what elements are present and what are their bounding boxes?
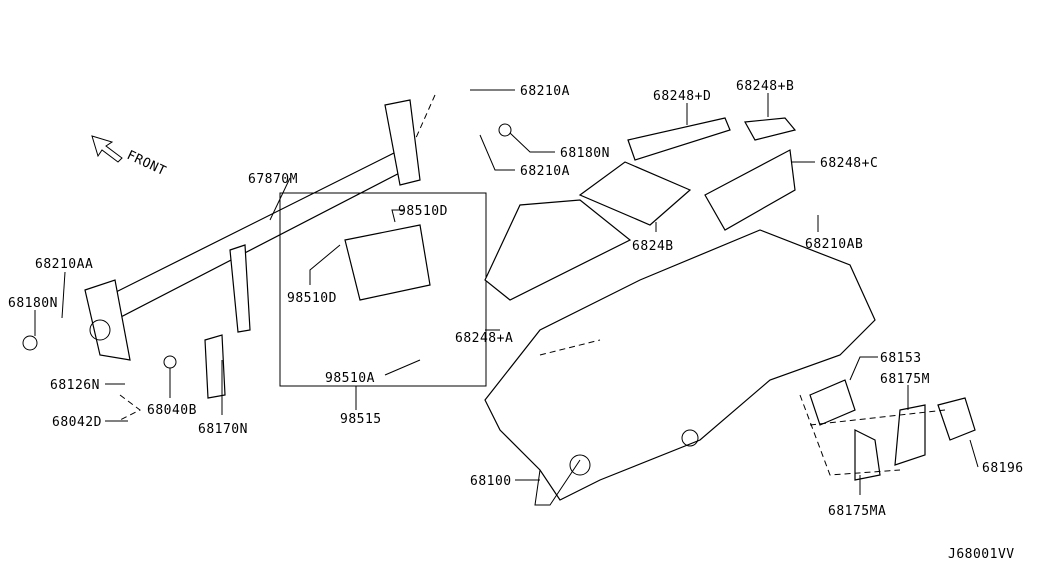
part-number-label: 68170N	[198, 422, 248, 437]
front-arrow-icon	[91, 135, 123, 163]
bracket-68175MA	[854, 429, 881, 481]
grommet-part-2	[498, 123, 512, 137]
part-number-label: 68210A	[520, 84, 570, 99]
part-number-label: 68153	[880, 351, 922, 366]
bracket-68196	[937, 397, 976, 441]
part-number-label: 98510A	[325, 371, 375, 386]
airbag-module-part	[344, 224, 431, 301]
bracket-68153	[809, 379, 856, 426]
nut-part	[163, 355, 177, 369]
diagram-code: J68001VV	[948, 547, 1015, 562]
part-number-label: 98510D	[398, 204, 448, 219]
part-number-label: 68040B	[147, 403, 197, 418]
part-number-label: 68210AA	[35, 257, 93, 272]
instrument-panel-part	[484, 229, 876, 501]
part-number-label: 68180N	[8, 296, 58, 311]
part-number-label: 68248+B	[736, 79, 794, 94]
part-number-label: 68248+D	[653, 89, 711, 104]
insulator-pads	[484, 117, 797, 301]
part-number-label: 68126N	[50, 378, 100, 393]
part-number-label: 68196	[982, 461, 1024, 476]
front-label: FRONT	[124, 148, 168, 179]
grommet-part	[22, 335, 38, 351]
leader-lines	[34, 89, 979, 495]
part-number-label: 67870M	[248, 172, 298, 187]
part-number-label: 6824B	[632, 239, 674, 254]
part-number-label: 98510D	[287, 291, 337, 306]
part-number-label: 68210A	[520, 164, 570, 179]
part-number-label: 68042D	[52, 415, 102, 430]
part-number-label: 68175M	[880, 372, 930, 387]
part-number-label: 68210AB	[805, 237, 863, 252]
airbag-group-box	[279, 192, 487, 387]
part-number-label: 68248+C	[820, 156, 878, 171]
part-number-label: 68175MA	[828, 504, 886, 519]
part-number-label: 68248+A	[455, 331, 513, 346]
part-number-label: 68100	[470, 474, 512, 489]
bracket-68175M	[894, 404, 926, 466]
part-number-label: 68180N	[560, 146, 610, 161]
part-number-label: 98515	[340, 412, 382, 427]
